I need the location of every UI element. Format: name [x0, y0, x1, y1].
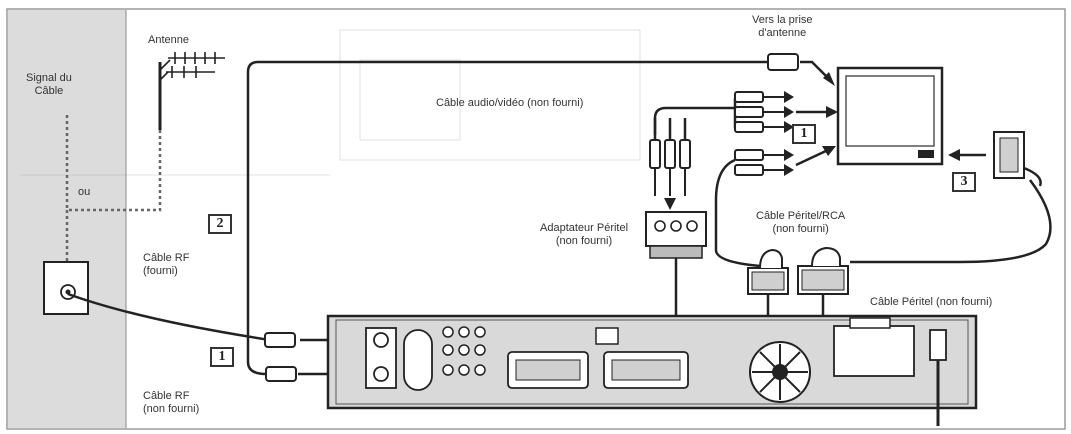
scart-adapter-label: Adaptateur Péritel (non fourni)	[540, 222, 629, 247]
antenna-icon	[158, 52, 225, 130]
antenna-jack-plug	[767, 53, 835, 86]
scart-adapter-icon	[645, 211, 707, 259]
cable-signal-label: Signal du Câble	[26, 72, 72, 97]
scart-rca-plugs	[734, 146, 836, 176]
scart-cable	[850, 149, 1052, 264]
step-badge-1: 1	[210, 347, 234, 367]
scart-grip-top	[759, 246, 841, 269]
scart-rca-cable-label: Câble Péritel/RCA (non fourni)	[756, 210, 846, 235]
dvd-recorder-icon	[326, 314, 978, 426]
rf-plug-lower	[265, 366, 297, 382]
fan-icon	[749, 341, 811, 403]
rf-cable-supplied-label: Câble RF (fourni)	[143, 252, 190, 277]
rf-plug-upper	[264, 332, 296, 348]
rca-plug-icon	[734, 91, 794, 133]
scart-cable-label: Câble Péritel (non fourni)	[870, 296, 993, 308]
tv-scart-plug	[993, 131, 1042, 187]
tv-icon	[836, 66, 944, 166]
scart-plug-icon	[747, 265, 849, 295]
signal-dotted-lines	[65, 115, 162, 262]
av-cable-label: Câble audio/vidéo (non fourni)	[436, 97, 584, 109]
wall-outlet-icon	[43, 261, 89, 315]
antenna-label: Antenne	[148, 34, 189, 46]
scart-rca-cable	[714, 158, 761, 268]
av-arrow-to-tv	[796, 106, 838, 118]
step-badge-3: 3	[952, 172, 976, 192]
rf-cable-not-supplied-label: Câble RF (non fourni)	[143, 390, 200, 415]
ghost-background	[20, 29, 641, 176]
rca-plug-hanging	[649, 118, 691, 210]
step-badge-2: 2	[208, 214, 232, 234]
antenna-jack-label: Vers la prise d'antenne	[752, 14, 813, 39]
or-label: ou	[78, 186, 91, 198]
step-badge-1-av: 1	[792, 124, 816, 144]
